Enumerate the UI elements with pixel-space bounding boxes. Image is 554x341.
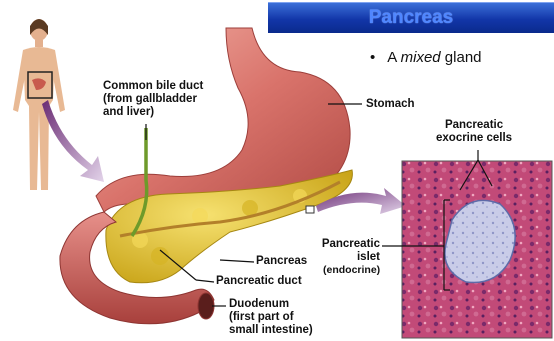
label-common-bile-duct: Common bile duct (from gallbladder and l… bbox=[103, 80, 203, 119]
label-duodenum: Duodenum (first part of small intestine) bbox=[229, 298, 313, 337]
label-pancreas: Pancreas bbox=[256, 255, 307, 268]
label-pancreatic-duct: Pancreatic duct bbox=[216, 275, 302, 288]
label-pancreatic-islet: Pancreatic islet bbox=[320, 238, 380, 264]
human-figure-icon bbox=[13, 19, 65, 190]
label-endocrine: (endocrine) bbox=[323, 264, 380, 277]
figure-arrow-icon bbox=[42, 100, 104, 182]
label-exocrine-cells: Pancreatic exocrine cells bbox=[436, 119, 512, 145]
micrograph-panel bbox=[402, 161, 552, 338]
duodenum-opening-shape bbox=[198, 293, 214, 319]
label-stomach: Stomach bbox=[366, 98, 415, 111]
marker-box-icon bbox=[306, 206, 314, 213]
